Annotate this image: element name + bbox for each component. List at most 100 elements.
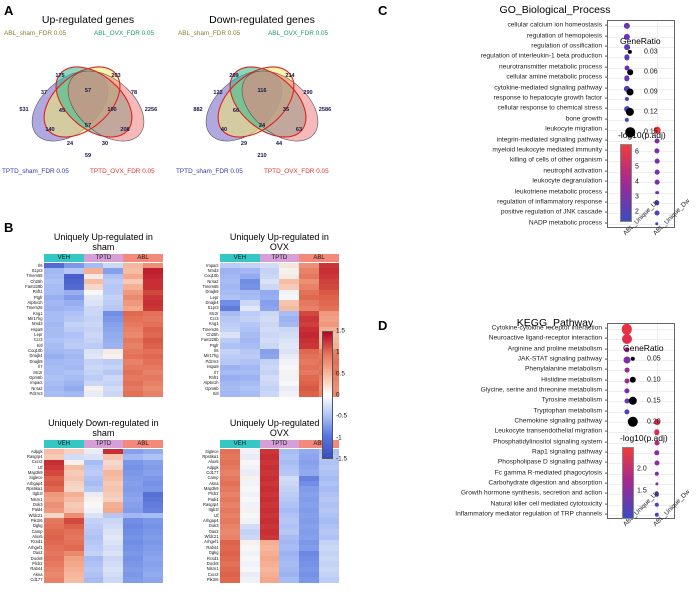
heatmap-cell [279, 369, 300, 376]
dotplot-term-label: neutrophil activation [543, 167, 602, 175]
heatmap-cell [123, 449, 143, 455]
venn-count: 100 [107, 107, 117, 113]
heatmap-legend-tick: -0.5 [336, 412, 348, 420]
heatmap-cell [239, 279, 260, 285]
heatmap-cell [318, 550, 339, 556]
heatmap-gene-label: Mc2r [209, 310, 219, 316]
heatmap-cell [142, 279, 163, 285]
heatmap-cell [220, 523, 240, 530]
heatmap-cell [299, 300, 319, 306]
heatmap-cell [259, 289, 280, 296]
dotplot-tick [604, 211, 607, 213]
heatmap-gene-label: Mir17hg [203, 353, 219, 359]
heatmap-cell [259, 348, 280, 354]
heatmap-cell [259, 337, 280, 344]
heatmap-cell [103, 507, 124, 514]
heatmap-cell [299, 491, 319, 498]
heatmap-cell [220, 486, 240, 492]
heatmap-gene-label: Rcsd1 [30, 539, 43, 545]
heatmap-cell [123, 263, 143, 269]
heatmap-cell [142, 571, 163, 578]
heatmap-cell [44, 385, 64, 392]
dotplot-point [654, 179, 660, 185]
dotplot-tick [604, 170, 607, 172]
heatmap-cell [279, 343, 300, 349]
heatmap-cell [83, 507, 104, 514]
heatmap-cell [318, 470, 339, 476]
heatmap-cell [259, 300, 280, 306]
heatmap-cell [239, 327, 260, 333]
venn-count: 214 [285, 73, 295, 79]
venn-label-abl-ovx: ABL_OVX_FDR 0.05 [94, 30, 155, 37]
heatmap-cell [239, 459, 260, 466]
heatmap-cell [44, 449, 64, 455]
heatmap-cell [279, 295, 300, 301]
heatmap-cell [220, 348, 240, 354]
dotplot-gridline-h [608, 192, 674, 194]
dotplot-term-label: response to hepatocyte growth factor [493, 94, 603, 102]
heatmap-cell [259, 316, 280, 322]
heatmap-gene-label: Rcsd1 [206, 555, 219, 561]
heatmap-cell [123, 513, 143, 519]
heatmap-cell [123, 470, 143, 476]
heatmap-cell [83, 289, 104, 296]
heatmap-cell [142, 534, 163, 540]
heatmap-cell [239, 273, 260, 280]
heatmap-col-abl: ABL [123, 440, 163, 448]
heatmap-gene-label: Akna [209, 480, 219, 486]
heatmap-cell [123, 273, 143, 280]
heatmap-cell [318, 465, 339, 471]
heatmap-cell [103, 502, 124, 508]
heatmap-gene-label: Coq10b [204, 273, 219, 279]
heatmap-cell [123, 459, 143, 466]
dotplot-tick [604, 461, 607, 463]
heatmap-cell [299, 561, 319, 567]
venn-label-tptd-sham: TPTD_sham_FDR 0.05 [176, 168, 243, 175]
heatmap-cell [299, 555, 319, 562]
heatmap-cell [103, 449, 124, 455]
dotplot-color-legend-label: 5 [635, 163, 639, 171]
dotplot-term-label: leukocyte migration [545, 125, 602, 133]
heatmap-cell [83, 534, 104, 540]
venn-count: 116 [257, 88, 267, 94]
dotplot-term-label: regulation of inflammatory response [497, 198, 602, 206]
dotplot-size-legend-title: GeneRatio [623, 343, 664, 353]
dotplot-point [654, 419, 660, 425]
heatmap-gene-label: Dock8 [30, 555, 43, 561]
heatmap-cell [83, 449, 104, 455]
heatmap-cell [103, 273, 124, 280]
heatmap-cell [279, 497, 300, 503]
heatmap-cell [259, 502, 280, 508]
dotplot-gridline-h [608, 473, 674, 475]
heatmap-gene-label: Il7 [38, 364, 43, 370]
heatmap-cell [259, 513, 280, 519]
heatmap-cell [299, 529, 319, 535]
heatmap-cell [239, 369, 260, 376]
heatmap-cell [220, 380, 240, 386]
dotplot-gridline-h [608, 47, 674, 48]
dotplot-size-legend-label: 0.10 [647, 376, 661, 384]
heatmap-cell [63, 300, 84, 306]
heatmap-cell [220, 268, 240, 274]
dotplot-term-label: Neuroactive ligand-receptor interaction [488, 334, 602, 342]
heatmap-gene-label: Ccr3 [33, 337, 43, 343]
heatmap-cell [239, 263, 260, 269]
heatmap-cell [103, 475, 124, 482]
dotplot-term-label: positive regulation of JNK cascade [500, 208, 602, 216]
heatmap-cell [142, 577, 163, 583]
heatmap-cell [259, 311, 280, 317]
heatmap-cell [220, 385, 240, 392]
dotplot-term-label: Leukocyte transendothelial migration [494, 427, 602, 435]
heatmap-cell [123, 550, 143, 556]
heatmap-cell [83, 465, 104, 471]
heatmap-cell [63, 545, 84, 551]
heatmap-cell [44, 332, 64, 338]
heatmap-cell [259, 305, 280, 312]
heatmap-cell [142, 295, 163, 301]
heatmap-gene-label: Map3k9 [27, 470, 43, 475]
heatmap-cell [103, 311, 124, 317]
